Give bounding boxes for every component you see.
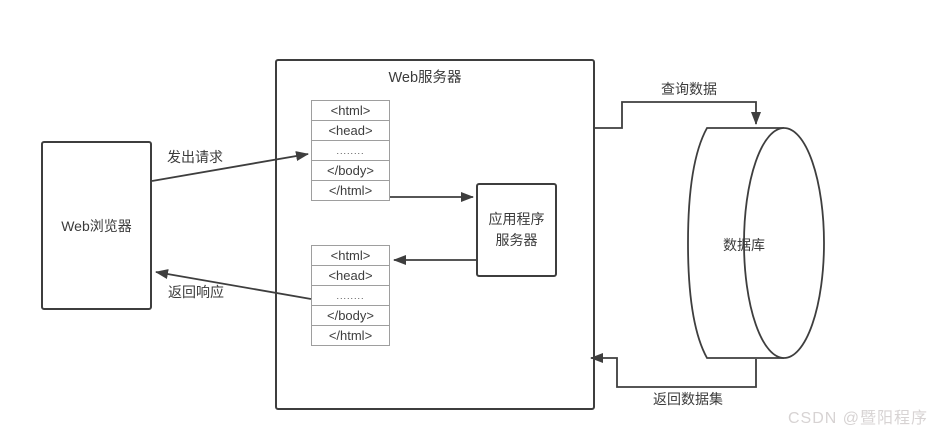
html-row: <html> xyxy=(311,100,390,121)
html-document-stack-top: <html> <head> ........ </body> </html> xyxy=(311,100,390,201)
request-arrow-label: 发出请求 xyxy=(167,149,223,165)
html-close-row: </html> xyxy=(311,180,390,201)
web-browser-label: Web浏览器 xyxy=(61,217,132,234)
html-row: <html> xyxy=(311,245,390,266)
return-dataset-arrow xyxy=(590,353,757,388)
body-close-row: </body> xyxy=(311,160,390,181)
csdn-watermark: CSDN @暨阳程序 xyxy=(788,410,929,427)
web-server-title: Web服务器 xyxy=(388,70,462,86)
app-server-box: 应用程序 服务器 xyxy=(476,183,557,277)
body-close-row: </body> xyxy=(311,305,390,326)
query-data-arrow xyxy=(595,101,761,129)
ellipsis-row: ........ xyxy=(311,285,390,306)
query-arrow-label: 查询数据 xyxy=(661,81,717,97)
html-document-stack-bottom: <html> <head> ........ </body> </html> xyxy=(311,245,390,346)
head-row: <head> xyxy=(311,265,390,286)
app-server-label-line1: 应用程序 xyxy=(488,211,545,227)
head-row: <head> xyxy=(311,120,390,141)
ellipsis-row: ........ xyxy=(311,140,390,161)
html-close-row: </html> xyxy=(311,325,390,346)
return-dataset-arrow-label: 返回数据集 xyxy=(653,391,723,407)
web-browser-box: Web浏览器 xyxy=(41,141,152,310)
app-server-label-line2: 服务器 xyxy=(495,232,538,248)
web-server-box xyxy=(275,59,595,410)
database-label: 数据库 xyxy=(723,237,765,253)
response-arrow-label: 返回响应 xyxy=(168,284,224,300)
